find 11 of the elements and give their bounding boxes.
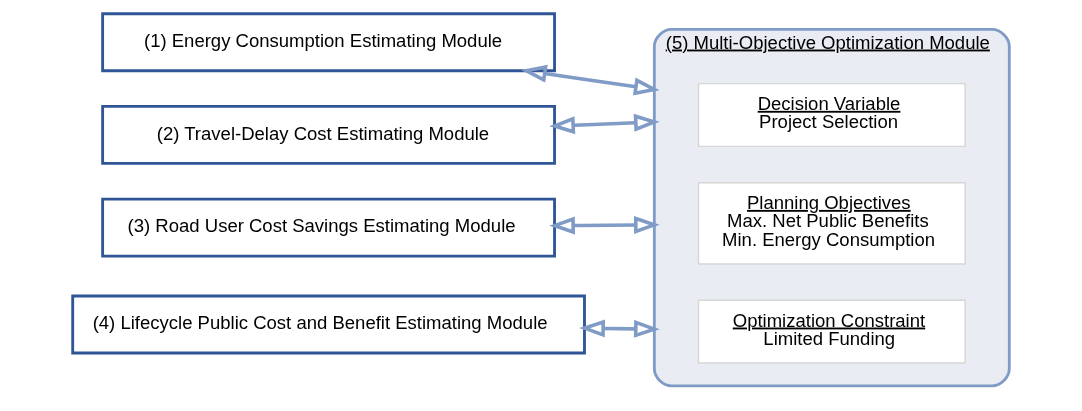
node-box: (2) Travel-Delay Cost Estimating Module <box>101 105 556 165</box>
arrow <box>521 64 660 96</box>
node-box: Optimization Constraint Limited Funding <box>697 299 966 364</box>
arrow <box>549 216 660 235</box>
node-box: (1) Energy Consumption Estimating Module <box>101 12 556 73</box>
node-box: (3) Road User Cost Savings Estimating Module <box>101 197 556 258</box>
node-box: Planning Objectives Max. Net Public Benefits Min. Energy Consumption <box>697 181 966 265</box>
arrow <box>579 319 660 338</box>
node-box: (4) Lifecycle Public Cost and Benefit Estimating Module <box>71 294 586 355</box>
arrow <box>549 113 660 135</box>
node-box: Decision Variable Project Selection <box>697 82 966 148</box>
